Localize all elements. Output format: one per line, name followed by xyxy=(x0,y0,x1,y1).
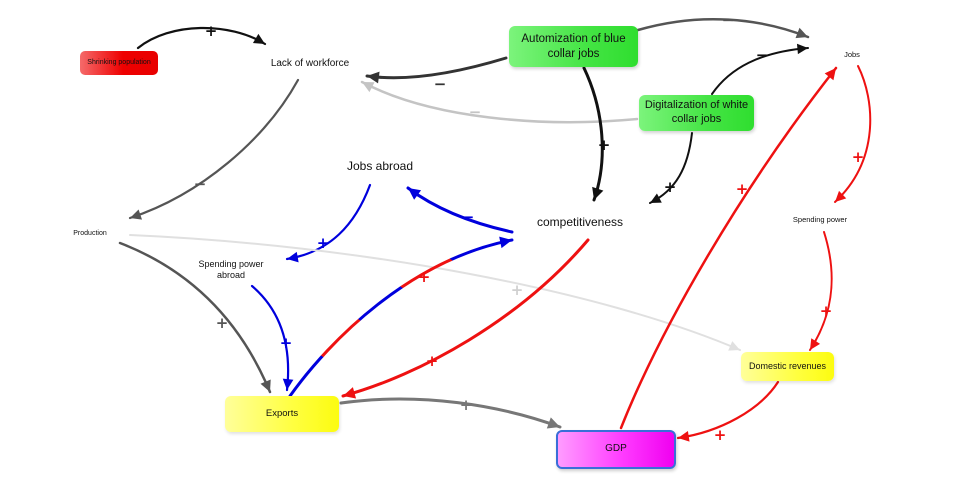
link-line-shrinking-to-lack xyxy=(136,26,267,50)
arrowhead-domestic-to-gdp xyxy=(678,431,690,442)
polarity-label-spending-abroad-to-exports: + xyxy=(280,334,293,352)
polarity-label-gdp-to-jobs: + xyxy=(736,180,749,198)
node-jobs-abroad: Jobs abroad xyxy=(346,158,414,173)
node-spending-power-abroad: Spending power abroad xyxy=(198,258,264,280)
link-domestic-to-gdp: + xyxy=(676,380,780,444)
link-gdp-to-jobs: + xyxy=(619,66,838,430)
polarity-label-digitalization-to-lack: − xyxy=(469,103,482,121)
polarity-label-competitiveness-to-jobs-abroad: − xyxy=(462,208,475,226)
link-line-spending-abroad-to-exports xyxy=(250,284,290,392)
link-line-domestic-to-gdp xyxy=(676,380,780,440)
polarity-label-digitalization-to-competitiveness: + xyxy=(664,178,677,196)
node-production: Production xyxy=(73,229,107,237)
arrowhead-digitalization-to-lack xyxy=(362,82,375,93)
node-exports: Exports xyxy=(225,396,339,432)
link-automization-to-jobs: − xyxy=(636,11,810,39)
link-line-gdp-to-jobs xyxy=(619,66,838,430)
arrowhead-lack-to-production xyxy=(130,209,142,220)
link-line-digitalization-to-jobs xyxy=(711,47,809,95)
link-line-lack-to-production xyxy=(128,78,300,220)
arrowhead-digitalization-to-competitiveness xyxy=(650,193,662,203)
node-automization: Automization of blue collar jobs xyxy=(509,26,638,67)
polarity-label-production-to-exports: + xyxy=(216,314,229,332)
link-line-production-to-exports xyxy=(118,241,272,394)
link-shrinking-to-lack: + xyxy=(136,22,267,50)
node-domestic-revenues: Domestic revenues xyxy=(741,352,834,381)
arrowhead-automization-to-lack xyxy=(367,71,380,84)
arrowhead-automization-to-competitiveness xyxy=(592,186,604,200)
arrowhead-spending-abroad-to-exports xyxy=(282,378,294,390)
arrowhead-competitiveness-to-jobs-abroad xyxy=(408,188,422,200)
arrowhead-exports-to-competitiveness xyxy=(499,236,512,249)
link-line-spending-to-domestic xyxy=(809,231,833,351)
link-line-competitiveness-to-jobs-abroad xyxy=(406,186,514,234)
node-lack-of-workforce: Lack of workforce xyxy=(270,57,350,69)
node-spending-power: Spending power xyxy=(792,215,848,225)
polarity-label-exports-to-competitiveness: + xyxy=(418,268,431,286)
link-line-automization-to-jobs xyxy=(636,17,810,39)
arrowhead-exports-to-gdp xyxy=(546,417,560,429)
polarity-label-automization-to-lack: − xyxy=(434,75,447,93)
link-line-jobs-abroad-to-spending-abroad xyxy=(285,183,372,261)
link-jobs-to-spending: + xyxy=(834,65,872,203)
polarity-label-competitiveness-to-exports: + xyxy=(426,352,439,370)
link-line-competitiveness-to-exports xyxy=(341,238,590,398)
arrowhead-production-to-exports xyxy=(260,379,271,392)
arrowhead-spending-to-domestic xyxy=(810,338,821,350)
node-digitalization: Digitalization of white collar jobs xyxy=(639,95,754,131)
polarity-label-digitalization-to-jobs: − xyxy=(756,46,769,64)
polarity-label-automization-to-competitiveness: + xyxy=(598,136,611,154)
link-line-exports-to-competitiveness xyxy=(288,238,514,398)
link-line-automization-to-competitiveness xyxy=(582,66,604,202)
link-spending-abroad-to-exports: + xyxy=(250,284,294,392)
link-spending-to-domestic: + xyxy=(809,231,833,351)
node-gdp: GDP xyxy=(556,430,676,469)
arrowhead-gdp-to-jobs xyxy=(824,68,836,81)
link-line-production-to-domestic xyxy=(129,234,741,351)
link-line-jobs-to-spending xyxy=(834,65,872,203)
polarity-label-shrinking-to-lack: + xyxy=(205,22,218,40)
link-exports-to-competitiveness: + xyxy=(288,236,514,398)
arrowhead-jobs-to-spending xyxy=(835,190,847,202)
arrowhead-jobs-abroad-to-spending-abroad xyxy=(287,251,299,263)
polarity-label-exports-to-gdp: + xyxy=(460,396,473,414)
polarity-label-jobs-abroad-to-spending-abroad: + xyxy=(317,234,330,252)
polarity-label-spending-to-domestic: + xyxy=(820,302,833,320)
link-line-automization-to-lack xyxy=(365,56,508,80)
link-competitiveness-to-jobs-abroad: − xyxy=(406,186,514,234)
link-production-to-domestic: + xyxy=(129,234,741,351)
node-competitiveness: competitiveness xyxy=(536,214,624,229)
polarity-label-production-to-domestic: + xyxy=(511,281,524,299)
link-production-to-exports: + xyxy=(118,241,272,394)
arrowhead-production-to-domestic xyxy=(728,341,740,351)
link-jobs-abroad-to-spending-abroad: + xyxy=(285,183,372,263)
link-automization-to-competitiveness: + xyxy=(582,66,611,202)
arrowhead-competitiveness-to-exports xyxy=(343,387,357,399)
polarity-label-domestic-to-gdp: + xyxy=(714,426,727,444)
link-digitalization-to-jobs: − xyxy=(711,43,809,95)
arrowhead-automization-to-jobs xyxy=(795,27,808,39)
arrowhead-shrinking-to-lack xyxy=(252,33,265,44)
node-shrinking-population: Shrinking population xyxy=(80,51,158,75)
link-competitiveness-to-exports: + xyxy=(341,238,590,399)
link-automization-to-lack: − xyxy=(365,56,508,93)
polarity-label-jobs-to-spending: + xyxy=(852,148,865,166)
node-jobs: Jobs xyxy=(844,50,860,60)
link-line-exports-to-gdp xyxy=(339,397,562,429)
link-digitalization-to-competitiveness: + xyxy=(649,132,693,204)
polarity-label-lack-to-production: − xyxy=(194,175,207,193)
polarity-label-automization-to-jobs: − xyxy=(722,11,735,29)
arrowhead-digitalization-to-jobs xyxy=(796,43,808,55)
link-exports-to-gdp: + xyxy=(339,396,562,429)
link-lack-to-production: − xyxy=(128,78,300,220)
